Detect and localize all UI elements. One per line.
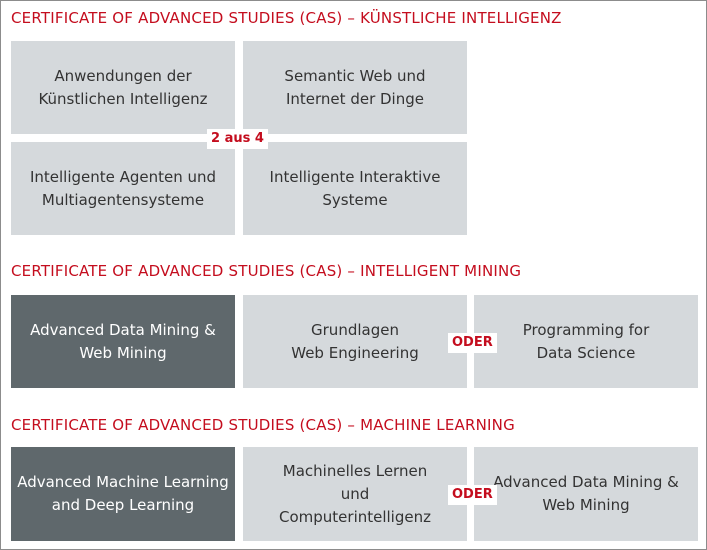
module-semantic-web: Semantic Web und Internet der Dinge: [243, 41, 467, 134]
choice-badge-2-aus-4: 2 aus 4: [207, 129, 268, 149]
module-advanced-machine-learning: Advanced Machine Learning and Deep Learn…: [11, 447, 235, 541]
module-anwendungen-ki: Anwendungen der Künstlichen Intelligenz: [11, 41, 235, 134]
choice-badge-oder: ODER: [448, 333, 497, 353]
module-intelligente-agenten: Intelligente Agenten und Multiagentensys…: [11, 142, 235, 235]
module-label: Advanced Data Mining & Web Mining: [493, 473, 679, 514]
section-title-kuenstliche-intelligenz: CERTIFICATE OF ADVANCED STUDIES (CAS) – …: [11, 9, 562, 27]
module-label: Anwendungen der Künstlichen Intelligenz: [38, 66, 208, 108]
module-label: Grundlagen Web Engineering: [291, 320, 419, 362]
module-advanced-data-mining-web-mining: Advanced Data Mining & Web Mining: [474, 447, 698, 541]
section-title-intelligent-mining: CERTIFICATE OF ADVANCED STUDIES (CAS) – …: [11, 262, 522, 280]
module-advanced-data-mining: Advanced Data Mining & Web Mining: [11, 295, 235, 388]
module-label: Programming for Data Science: [522, 320, 650, 362]
module-grundlagen-web-engineering: Grundlagen Web Engineering: [243, 295, 467, 388]
module-label: Intelligente Agenten und Multiagentensys…: [29, 167, 217, 209]
module-label: Intelligente Interaktive Systeme: [269, 167, 441, 209]
module-programming-data-science: Programming for Data Science: [474, 295, 698, 388]
module-machinelles-lernen: Machinelles Lernen und Computerintellige…: [243, 447, 467, 541]
module-label: Advanced Machine Learning and Deep Learn…: [17, 473, 229, 514]
module-label: Semantic Web und Internet der Dinge: [284, 66, 426, 108]
module-label: Advanced Data Mining & Web Mining: [30, 320, 216, 362]
choice-badge-oder: ODER: [448, 485, 497, 505]
module-intelligente-interaktive-systeme: Intelligente Interaktive Systeme: [243, 142, 467, 235]
section-title-machine-learning: CERTIFICATE OF ADVANCED STUDIES (CAS) – …: [11, 416, 515, 434]
module-label: Machinelles Lernen und Computerintellige…: [279, 461, 431, 526]
